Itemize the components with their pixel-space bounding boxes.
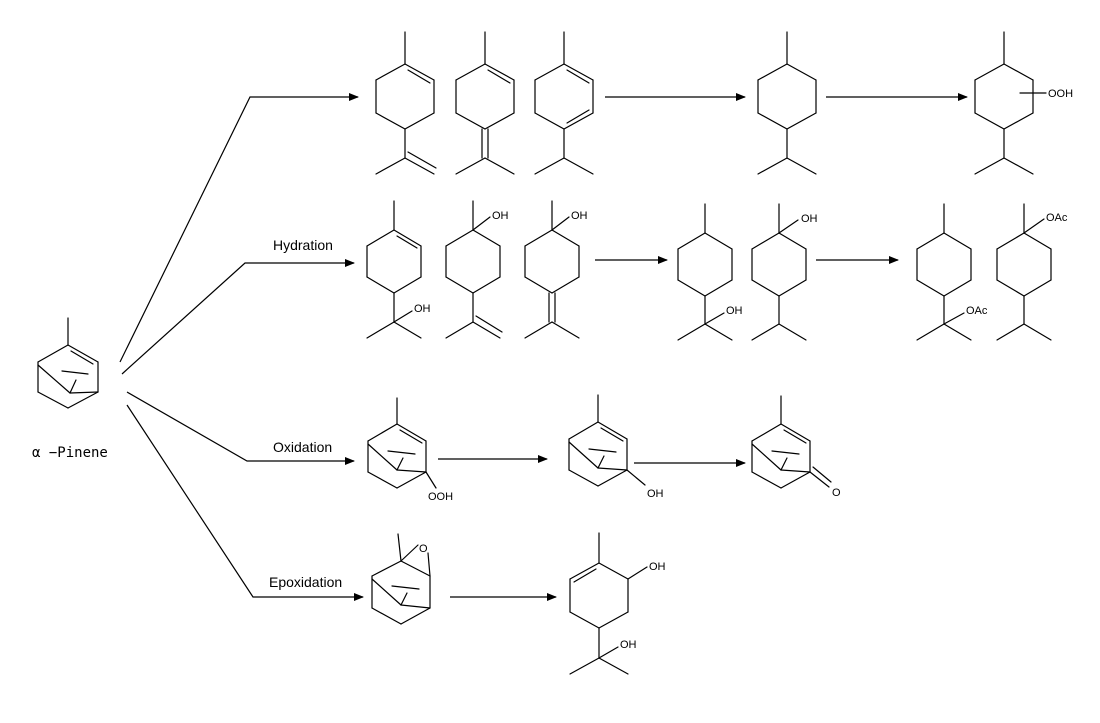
verbenyl-hydroperoxide-structure <box>367 397 437 489</box>
beta-terpineol-structure <box>445 200 503 339</box>
hydroxyl-label: OH <box>571 210 588 222</box>
menthanol-structure <box>751 203 807 341</box>
acetate-label: OAc <box>1046 212 1068 224</box>
terpinolene-structure <box>455 31 515 175</box>
sobrerol-structure <box>569 532 648 675</box>
verbenone-structure <box>751 395 832 489</box>
branch-arrow-hydration <box>121 259 355 375</box>
oxidation-label: Oxidation <box>273 439 332 455</box>
hydroxyl-label: OH <box>492 210 509 222</box>
limonene-structure <box>375 31 437 175</box>
alpha-pinene-structure <box>37 317 99 409</box>
p-menthane-hydroperoxide-structure <box>974 31 1047 175</box>
hydroxyl-label: OH <box>726 305 743 317</box>
alpha-pinene-oxide-structure <box>371 533 431 625</box>
hydroperoxide-label: OOH <box>428 491 453 503</box>
hydroxyl-label: OH <box>801 213 818 225</box>
hydration-label: Hydration <box>273 237 333 253</box>
hydroxyl-label: OH <box>414 303 431 315</box>
p-menthane-structure <box>757 31 817 175</box>
menthanyl-acetate-structure <box>996 203 1052 341</box>
gamma-terpineol-structure <box>524 200 580 339</box>
epoxidation-label: Epoxidation <box>269 574 342 590</box>
acetate-label: OAc <box>966 305 988 317</box>
verbenol-structure <box>568 394 646 487</box>
hydroxyl-label: OH <box>647 488 664 500</box>
dihydroterpinyl-acetate-structure <box>916 203 972 341</box>
terpinene-structure <box>534 31 594 175</box>
carbonyl-oxygen-label: O <box>832 487 841 499</box>
hydroxyl-label: OH <box>620 639 637 651</box>
hydroperoxide-label: OOH <box>1048 88 1073 100</box>
branch-arrow-epoxidation <box>126 404 364 601</box>
branch-arrow-isomerization <box>119 93 359 363</box>
start-compound-label: α −Pinene <box>32 445 108 461</box>
alpha-terpineol-structure <box>366 200 422 339</box>
dihydroterpineol-structure <box>677 203 733 341</box>
epoxide-oxygen-label: O <box>419 543 428 555</box>
hydroxyl-label: OH <box>649 561 666 573</box>
branch-arrow-oxidation <box>126 391 355 465</box>
